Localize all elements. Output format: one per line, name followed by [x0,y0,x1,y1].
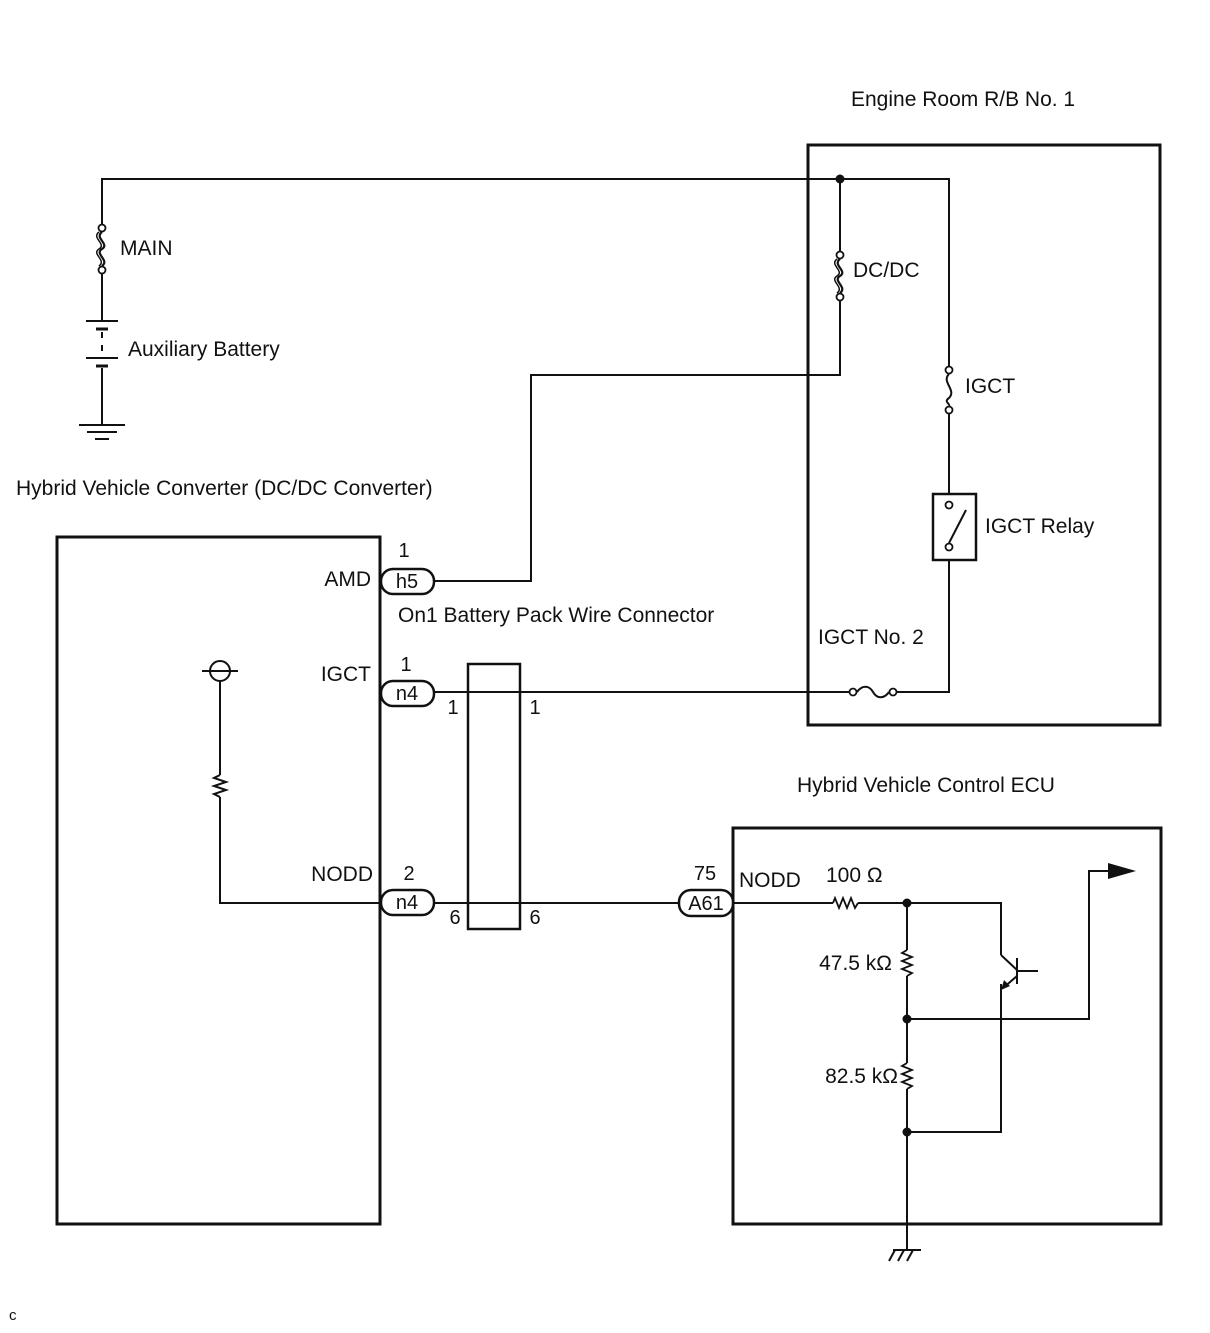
amd-pin-number: 1 [398,540,409,562]
igct-pin-number: 1 [400,654,411,676]
bp-pin-igct-left: 1 [447,697,458,719]
igct-terminal-label: IGCT [321,663,371,686]
igct-circuit [433,365,978,699]
ecu-pin-number: 75 [694,863,716,885]
pullup-resistor-icon [210,774,230,798]
nodd-terminal-label: NODD [311,863,373,886]
connector-n4-igct: n4 [379,679,436,708]
connector-n4-igct-label: n4 [396,683,418,705]
connector-h5-label: h5 [396,571,418,593]
lower-divider-resistor-icon [899,1062,915,1090]
bp-pin-nodd-right: 6 [529,907,540,929]
battery-pack-connector-title: On1 Battery Pack Wire Connector [398,604,714,627]
amd-terminal-label: AMD [324,568,371,591]
hv-control-ecu-title: Hybrid Vehicle Control ECU [797,774,1055,797]
connector-a61: A61 [677,888,735,918]
connector-n4-nodd-label: n4 [396,892,418,914]
chassis-ground-icon [888,1249,921,1262]
engine-room-relay-block-box [806,143,1162,727]
ecu-nodd-label: NODD [739,869,801,892]
main-fuse-label: MAIN [120,237,173,260]
aux-battery-label: Auxiliary Battery [128,338,280,361]
igct-fuse-icon [944,365,954,415]
dcdc-circuit [433,179,845,582]
nodd-pin-number: 2 [403,863,414,885]
series-resistor-label: 100 Ω [826,864,883,887]
battery-pack-connector-box [466,662,522,931]
main-fuse-icon [96,223,107,275]
ground-icon [79,424,125,440]
hv-control-ecu-box [731,826,1163,1226]
dcdc-fuse-label: DC/DC [853,259,920,282]
lower-resistor-label: 82.5 kΩ [825,1065,898,1088]
bp-pin-igct-right: 1 [529,697,540,719]
main-supply-circuit [79,174,950,440]
output-arrow-icon [1108,863,1136,879]
hv-converter-box [55,535,382,1226]
engine-room-rb-title: Engine Room R/B No. 1 [851,88,1075,111]
igct-relay-label: IGCT Relay [985,515,1095,538]
footnote-mark: c [9,1307,17,1324]
connector-n4-nodd: n4 [379,888,436,917]
igct-fuse-label: IGCT [965,375,1015,398]
igct-no2-fuse-icon [848,685,898,699]
hv-converter-title: Hybrid Vehicle Converter (DC/DC Converte… [16,477,433,500]
ecu-internal [733,863,1136,1262]
dcdc-fuse-icon [834,250,845,302]
connector-a61-label: A61 [688,893,724,915]
igct-relay-icon [931,492,978,562]
converter-internal [202,660,383,904]
series-resistor-icon [832,895,859,911]
upper-divider-resistor-icon [899,949,915,977]
igct-no2-label: IGCT No. 2 [818,626,924,649]
voltage-source-icon [202,660,238,682]
transistor-icon [1000,954,1038,990]
connector-h5: h5 [379,567,436,596]
battery-icon [86,320,118,368]
upper-resistor-label: 47.5 kΩ [819,952,892,975]
bp-pin-nodd-left: 6 [449,907,460,929]
